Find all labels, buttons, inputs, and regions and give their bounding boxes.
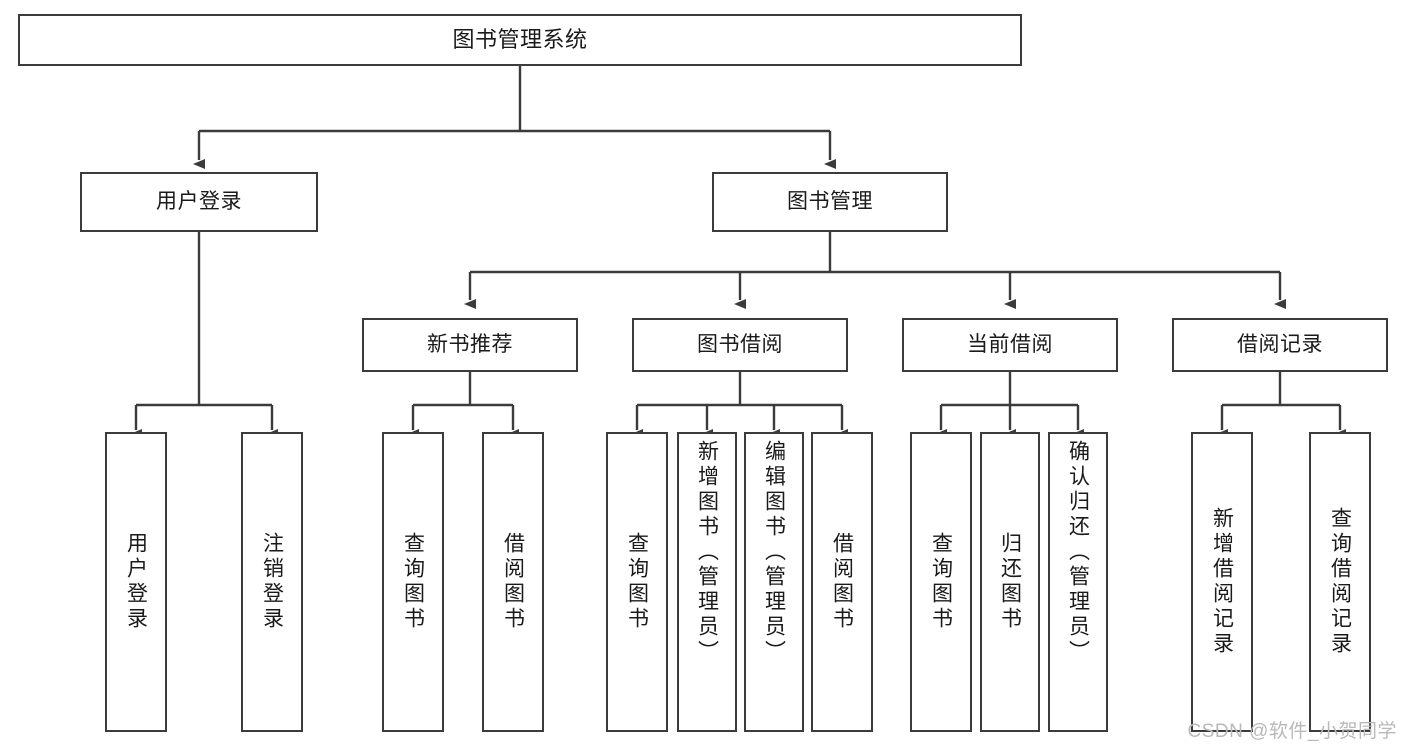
node-label: 注销登录 (260, 532, 284, 632)
node-当前借阅[interactable]: 当前借阅 (902, 318, 1118, 372)
leaf-查询图书-当前借阅[interactable]: 查询图书 (910, 432, 972, 732)
node-root-图书管理系统[interactable]: 图书管理系统 (18, 14, 1022, 66)
leaf-确认归还-管理员[interactable]: 确认归还（管理员） (1048, 432, 1108, 732)
node-label: 新增借阅记录 (1210, 507, 1234, 657)
node-label: 用户登录 (156, 189, 242, 213)
node-label: 新增图书（管理员） (695, 440, 719, 665)
leaf-借阅图书-图书借阅[interactable]: 借阅图书 (811, 432, 873, 732)
node-label: 新书推荐 (427, 332, 513, 356)
node-label: 查询图书 (401, 532, 425, 632)
leaf-归还图书[interactable]: 归还图书 (980, 432, 1040, 732)
node-图书借阅[interactable]: 图书借阅 (632, 318, 848, 372)
leaf-用户登录[interactable]: 用户登录 (105, 432, 167, 732)
csdn-watermark: CSDN @软件_小贺同学 (1187, 721, 1397, 742)
leaf-借阅图书-新书推荐[interactable]: 借阅图书 (482, 432, 544, 732)
node-借阅记录[interactable]: 借阅记录 (1172, 318, 1388, 372)
node-用户登录[interactable]: 用户登录 (80, 172, 318, 232)
leaf-注销登录[interactable]: 注销登录 (241, 432, 303, 732)
node-label: 借阅图书 (501, 532, 525, 632)
node-label: 用户登录 (124, 532, 148, 632)
node-label: 查询图书 (625, 532, 649, 632)
leaf-编辑图书-管理员[interactable]: 编辑图书（管理员） (744, 432, 804, 732)
node-label: 查询图书 (929, 532, 953, 632)
leaf-新增借阅记录[interactable]: 新增借阅记录 (1191, 432, 1253, 732)
node-图书管理[interactable]: 图书管理 (712, 172, 948, 232)
node-新书推荐[interactable]: 新书推荐 (362, 318, 578, 372)
node-label: 当前借阅 (967, 332, 1053, 356)
node-label: 确认归还（管理员） (1066, 440, 1090, 665)
node-label: 借阅图书 (830, 532, 854, 632)
leaf-新增图书-管理员[interactable]: 新增图书（管理员） (677, 432, 737, 732)
node-label: 借阅记录 (1237, 332, 1323, 356)
leaf-查询借阅记录[interactable]: 查询借阅记录 (1309, 432, 1371, 732)
node-label: 归还图书 (998, 532, 1022, 632)
node-label: 图书管理 (787, 189, 873, 213)
node-label: 图书管理系统 (452, 27, 588, 53)
node-label: 查询借阅记录 (1328, 507, 1352, 657)
node-label: 图书借阅 (697, 332, 783, 356)
node-label: 编辑图书（管理员） (762, 440, 786, 665)
leaf-查询图书-图书借阅[interactable]: 查询图书 (606, 432, 668, 732)
leaf-查询图书-新书推荐[interactable]: 查询图书 (382, 432, 444, 732)
